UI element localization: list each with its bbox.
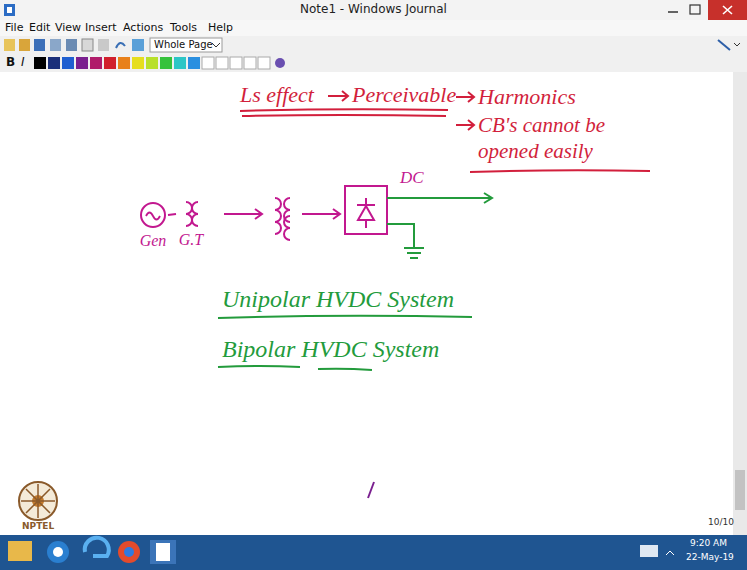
page-number: 10/10	[708, 517, 734, 527]
node-label: Gen	[140, 232, 167, 250]
menu-item: Insert	[85, 22, 117, 35]
bold-button: B	[6, 56, 15, 70]
window-title: Note1 - Windows Journal	[300, 3, 447, 17]
generator-circle	[138, 200, 168, 230]
menu-item: File	[5, 22, 23, 35]
pen-mark	[368, 482, 374, 498]
note-page	[0, 72, 733, 535]
clock-time: 9:20 AM	[690, 538, 727, 548]
menu-item: Help	[208, 22, 233, 35]
close-icon	[723, 6, 732, 14]
maximize-icon	[690, 5, 700, 14]
title-bar	[0, 0, 747, 20]
minimize-icon	[668, 11, 678, 13]
italic-button: I	[21, 56, 25, 70]
taskbar	[0, 535, 747, 570]
transformer-symbol: G.T	[176, 199, 206, 249]
dc-label: DC	[400, 168, 424, 188]
scroll-thumb	[735, 470, 745, 510]
app-icon	[4, 4, 15, 16]
logo-text: NPTEL	[22, 521, 54, 531]
handwritten-heading: Bipolar HVDC System	[222, 336, 439, 364]
underlines	[218, 316, 472, 370]
zoom-dropdown: Whole Page	[154, 39, 213, 51]
hvdc-circuit-sketch	[224, 186, 387, 240]
clock-date: 22-May-19	[686, 552, 734, 562]
connector-line	[168, 214, 176, 215]
handwritten-note: Harmonics	[478, 84, 576, 109]
handwritten-note: Perceivable	[352, 82, 456, 107]
toolbar-icons	[4, 38, 740, 52]
menu-item: Edit	[29, 22, 50, 35]
handwritten-heading: Unipolar HVDC System	[222, 286, 454, 314]
close-button	[708, 0, 747, 20]
node-label: G.T	[179, 231, 203, 249]
app-icon	[7, 7, 12, 13]
menu-item: Tools	[170, 22, 197, 35]
handwritten-note: CB's cannot be opened easily	[478, 112, 658, 164]
menu-item: View	[55, 22, 81, 35]
pen-colour-swatches	[34, 57, 285, 69]
format-bar	[0, 54, 747, 72]
generator-symbol: Gen	[138, 200, 168, 250]
handwritten-note: Ls effect	[240, 82, 314, 107]
menu-bar	[0, 20, 747, 36]
toolbar	[0, 36, 747, 54]
menu-item: Actions	[123, 22, 163, 35]
nptel-logo	[19, 482, 57, 520]
scrollbar	[733, 72, 747, 535]
dc-line-and-ground	[387, 193, 492, 258]
taskbar-icons	[8, 538, 674, 564]
transformer-coils	[176, 199, 206, 229]
